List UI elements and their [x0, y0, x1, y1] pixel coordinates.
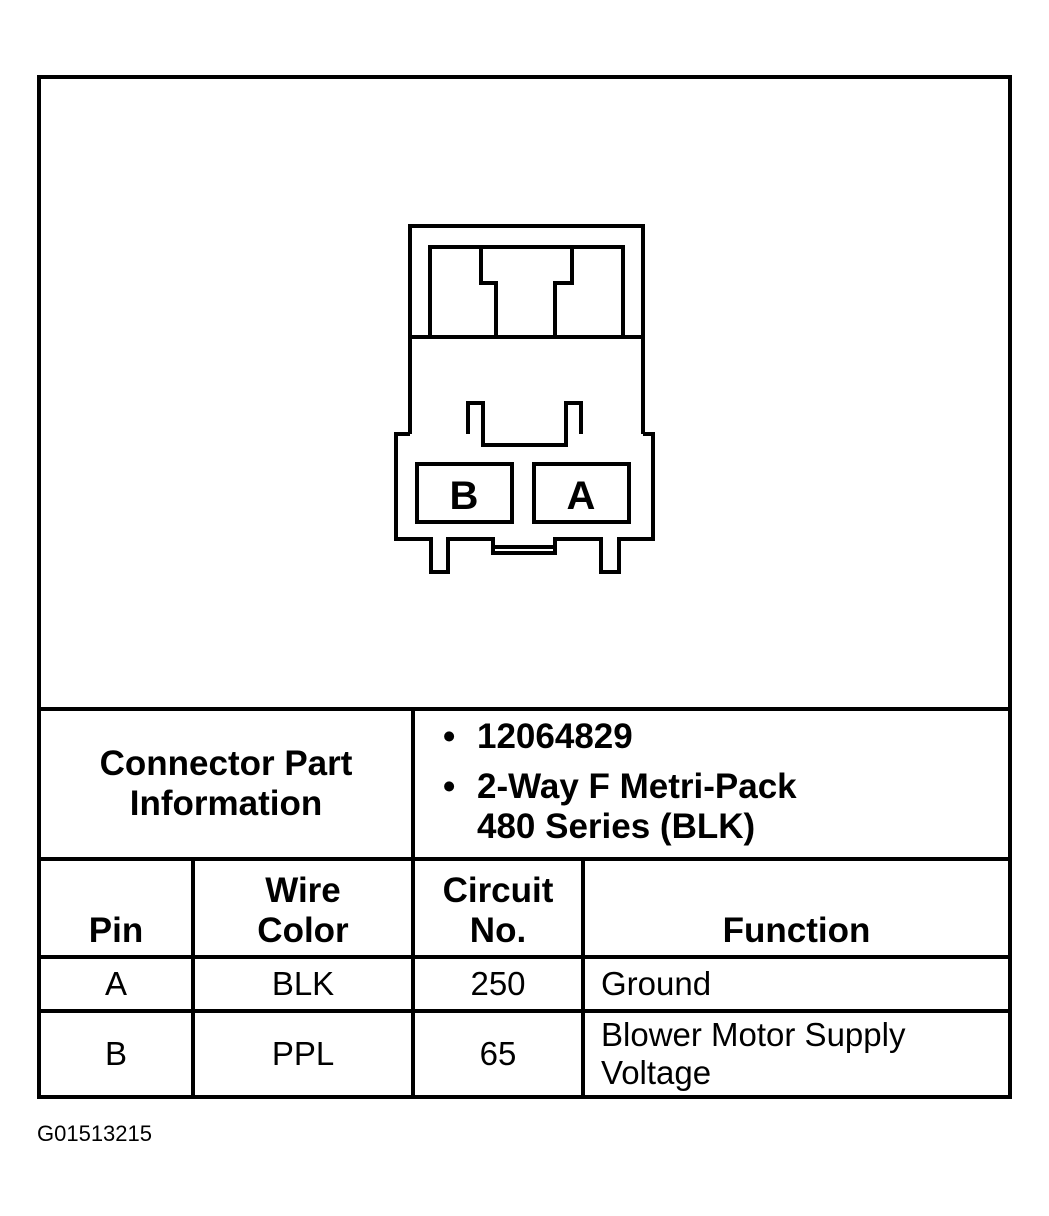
connector-part-info-list: • 12064829 • 2-Way F Metri-Pack 480 Seri… [410, 707, 1009, 861]
latch-notch-left [430, 247, 498, 339]
latch-notch-right [553, 247, 623, 339]
table-row: A BLK 250 Ground [41, 955, 1009, 1013]
connector-drawing: B A [394, 224, 655, 574]
terminal-tab-left [466, 401, 485, 434]
header-wire-color-line1: Wire [265, 871, 341, 910]
header-circuit-no: Circuit No. [411, 857, 585, 959]
circuit-cell: 250 [411, 955, 585, 1013]
connector-info-table: Connector Part Information • 12064829 • … [41, 707, 1009, 1095]
function-cell: Ground [580, 955, 1009, 1013]
bullet-icon: • [443, 717, 456, 756]
connector-housing-outline [408, 224, 645, 434]
circuit-cell: 65 [411, 1009, 585, 1095]
header-function-text: Function [722, 911, 871, 950]
table-row: B PPL 65 Blower Motor Supply Voltage [41, 1009, 1009, 1095]
connector-type-line2: 480 Series (BLK) [477, 807, 756, 846]
connector-part-info-label: Connector Part Information [41, 707, 415, 861]
terminal-bridge [481, 434, 568, 447]
connector-type-line1: 2-Way F Metri-Pack [477, 767, 797, 806]
wire-color-cell: BLK [191, 955, 415, 1013]
connector-lower-body [394, 432, 655, 574]
header-wire-color: Wire Color [191, 857, 415, 959]
pin-cell: A [41, 955, 195, 1013]
function-line1: Blower Motor Supply [601, 1016, 906, 1053]
connector-part-label-line2: Information [129, 784, 323, 823]
pin-cell: B [41, 1009, 195, 1095]
table-header-row: Pin Wire Color Circuit No. Function [41, 857, 1009, 959]
function-line2: Voltage [601, 1054, 712, 1091]
figure-id: G01513215 [37, 1121, 152, 1146]
pin-cavity-b [415, 462, 514, 524]
header-wire-color-line2: Color [257, 911, 349, 950]
header-circuit-line1: Circuit [442, 871, 554, 910]
header-function: Function [580, 857, 1009, 959]
pin-label-a: A [567, 474, 596, 518]
pin-cavity-a [532, 462, 631, 524]
bullet-icon: • [443, 767, 456, 806]
connector-part-info-row: Connector Part Information • 12064829 • … [41, 707, 1009, 861]
part-number-item: • 12064829 [443, 717, 1008, 757]
part-number: 12064829 [477, 717, 633, 756]
diagram-frame: B A Connector Part Information • 1206482… [37, 75, 1012, 1099]
pin-label-b: B [450, 474, 479, 518]
connector-type-item: • 2-Way F Metri-Pack 480 Series (BLK) [443, 767, 1008, 847]
header-circuit-line2: No. [469, 911, 527, 950]
wire-color-cell: PPL [191, 1009, 415, 1095]
header-pin: Pin [41, 857, 195, 959]
terminal-tab-right [564, 401, 583, 434]
header-pin-text: Pin [88, 911, 144, 950]
function-cell: Blower Motor Supply Voltage [580, 1009, 1009, 1095]
lower-bridge [491, 539, 557, 549]
connector-part-label-line1: Connector Part [99, 744, 353, 783]
function-line1: Ground [601, 965, 712, 1002]
connector-face-view: B A [41, 79, 1008, 707]
connector-inner-frame [428, 245, 625, 337]
